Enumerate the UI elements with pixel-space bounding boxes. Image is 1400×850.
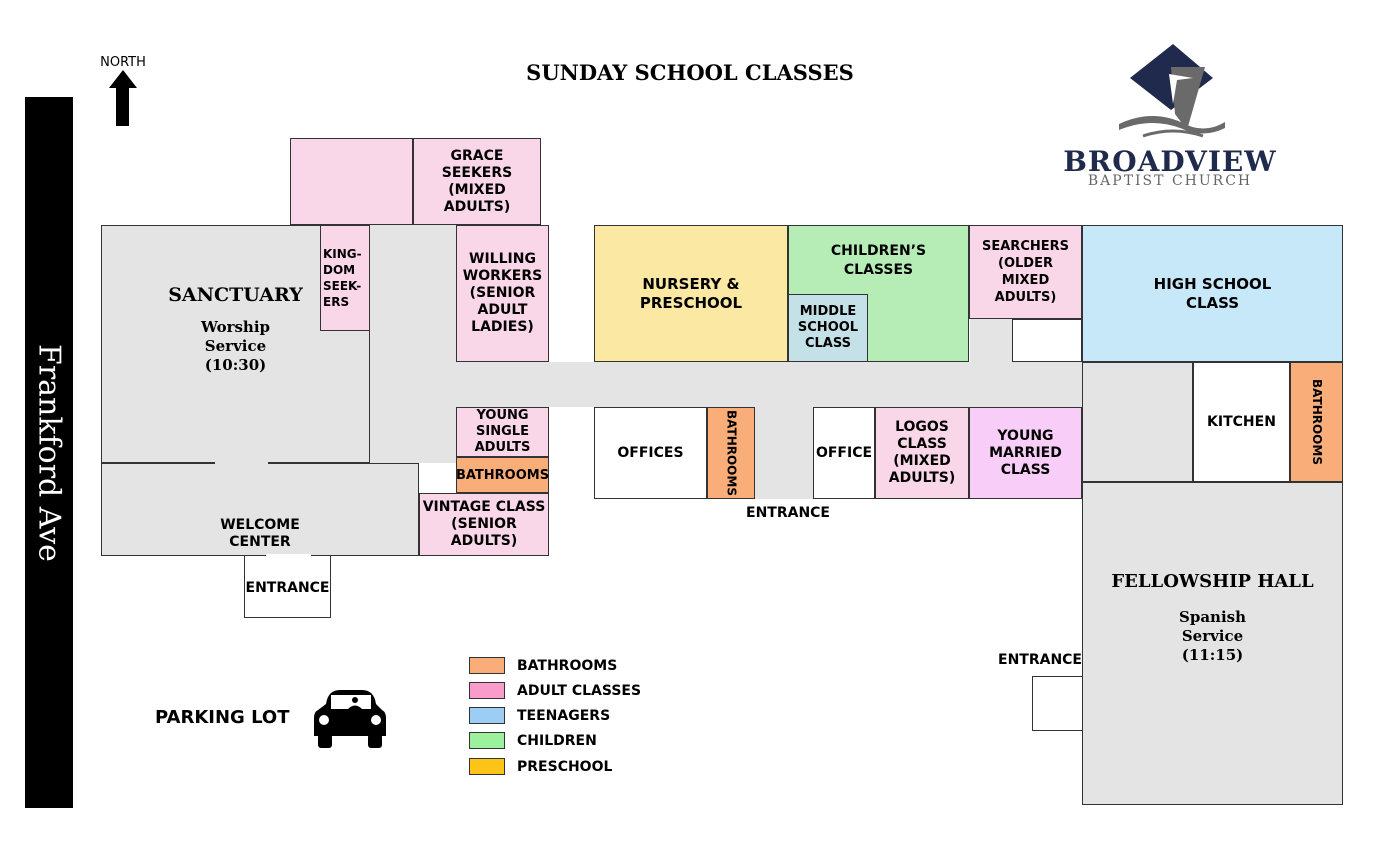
- fellowship-name: FELLOWSHIP HALL: [1111, 571, 1314, 592]
- north-label: NORTH: [100, 55, 146, 70]
- welcome-center[interactable]: WELCOME CENTER: [101, 463, 419, 556]
- entrance-middle-label[interactable]: ENTRANCE: [746, 505, 830, 521]
- unlabeled-classroom[interactable]: [290, 138, 413, 225]
- logo-subname: BAPTIST CHURCH: [1087, 173, 1253, 189]
- hallway-connector: [370, 407, 456, 463]
- entrance-east-vestibule: [1032, 676, 1082, 731]
- legend-swatch: [469, 682, 505, 699]
- young-single-adults-room[interactable]: YOUNG SINGLE ADULTS: [456, 407, 549, 457]
- legend-swatch: [469, 657, 505, 674]
- high-school-room[interactable]: HIGH SCHOOL CLASS: [1082, 225, 1343, 362]
- entrance-east-label[interactable]: ENTRANCE: [998, 652, 1082, 668]
- kingdom-seekers-room[interactable]: KING- DOM SEEK- ERS: [320, 225, 370, 331]
- hallway-south: [755, 407, 813, 499]
- childrens-classes-room[interactable]: CHILDREN’S CLASSES: [788, 225, 969, 362]
- logo-name: BROADVIEW: [1063, 145, 1277, 178]
- offices-room[interactable]: OFFICES: [594, 407, 707, 499]
- fellowship-hall[interactable]: FELLOWSHIP HALL Spanish Service (11:15): [1082, 482, 1343, 805]
- fellowship-detail: Spanish Service (11:15): [1179, 608, 1246, 664]
- hallway-kitchen: [1082, 362, 1193, 482]
- legend-swatch: [469, 707, 505, 724]
- sanctuary-detail: Worship Service (10:30): [200, 318, 271, 374]
- legend-item-children: CHILDREN: [469, 732, 597, 749]
- logos-class-room[interactable]: LOGOS CLASS (MIXED ADULTS): [875, 407, 969, 499]
- storage-room: [1012, 319, 1082, 362]
- hallway-main: [456, 362, 1082, 407]
- young-married-room[interactable]: YOUNG MARRIED CLASS: [969, 407, 1082, 499]
- office-room[interactable]: OFFICE: [813, 407, 875, 499]
- parking-lot-label[interactable]: PARKING LOT: [155, 707, 290, 728]
- legend-item-bathrooms: BATHROOMS: [469, 657, 617, 674]
- street-name: Frankford Ave: [31, 343, 67, 562]
- sanctuary-name: SANCTUARY: [168, 284, 303, 306]
- door-gap: [215, 461, 268, 466]
- kitchen-room[interactable]: KITCHEN: [1193, 362, 1290, 482]
- bathrooms-middle[interactable]: BATHROOMS: [707, 407, 755, 499]
- bathrooms-west[interactable]: BATHROOMS: [456, 457, 549, 493]
- legend-item-teenagers: TEENAGERS: [469, 707, 610, 724]
- legend-item-preschool: PRESCHOOL: [469, 758, 612, 775]
- middle-school-room[interactable]: MIDDLE SCHOOL CLASS: [788, 294, 868, 362]
- church-logo-icon: [1119, 44, 1225, 138]
- nursery-preschool-room[interactable]: NURSERY & PRESCHOOL: [594, 225, 788, 362]
- legend-swatch: [469, 732, 505, 749]
- searchers-room[interactable]: SEARCHERS (OLDER MIXED ADULTS): [969, 225, 1082, 319]
- willing-workers-room[interactable]: WILLING WORKERS (SENIOR ADULT LADIES): [456, 225, 549, 362]
- legend-swatch: [469, 758, 505, 775]
- bathrooms-east[interactable]: BATHROOMS: [1290, 362, 1343, 482]
- north-arrow-icon: [109, 70, 137, 126]
- car-icon: [314, 690, 386, 748]
- page-title: SUNDAY SCHOOL CLASSES: [526, 60, 854, 85]
- vintage-class-room[interactable]: VINTAGE CLASS (SENIOR ADULTS): [419, 493, 549, 556]
- grace-seekers-room[interactable]: GRACE SEEKERS (MIXED ADULTS): [413, 138, 541, 225]
- entrance-west-vestibule: [244, 556, 331, 618]
- entrance-west-label[interactable]: ENTRANCE: [245, 580, 330, 596]
- street-bar: [25, 97, 73, 808]
- hallway-east: [970, 319, 1012, 362]
- legend-item-adult-classes: ADULT CLASSES: [469, 682, 641, 699]
